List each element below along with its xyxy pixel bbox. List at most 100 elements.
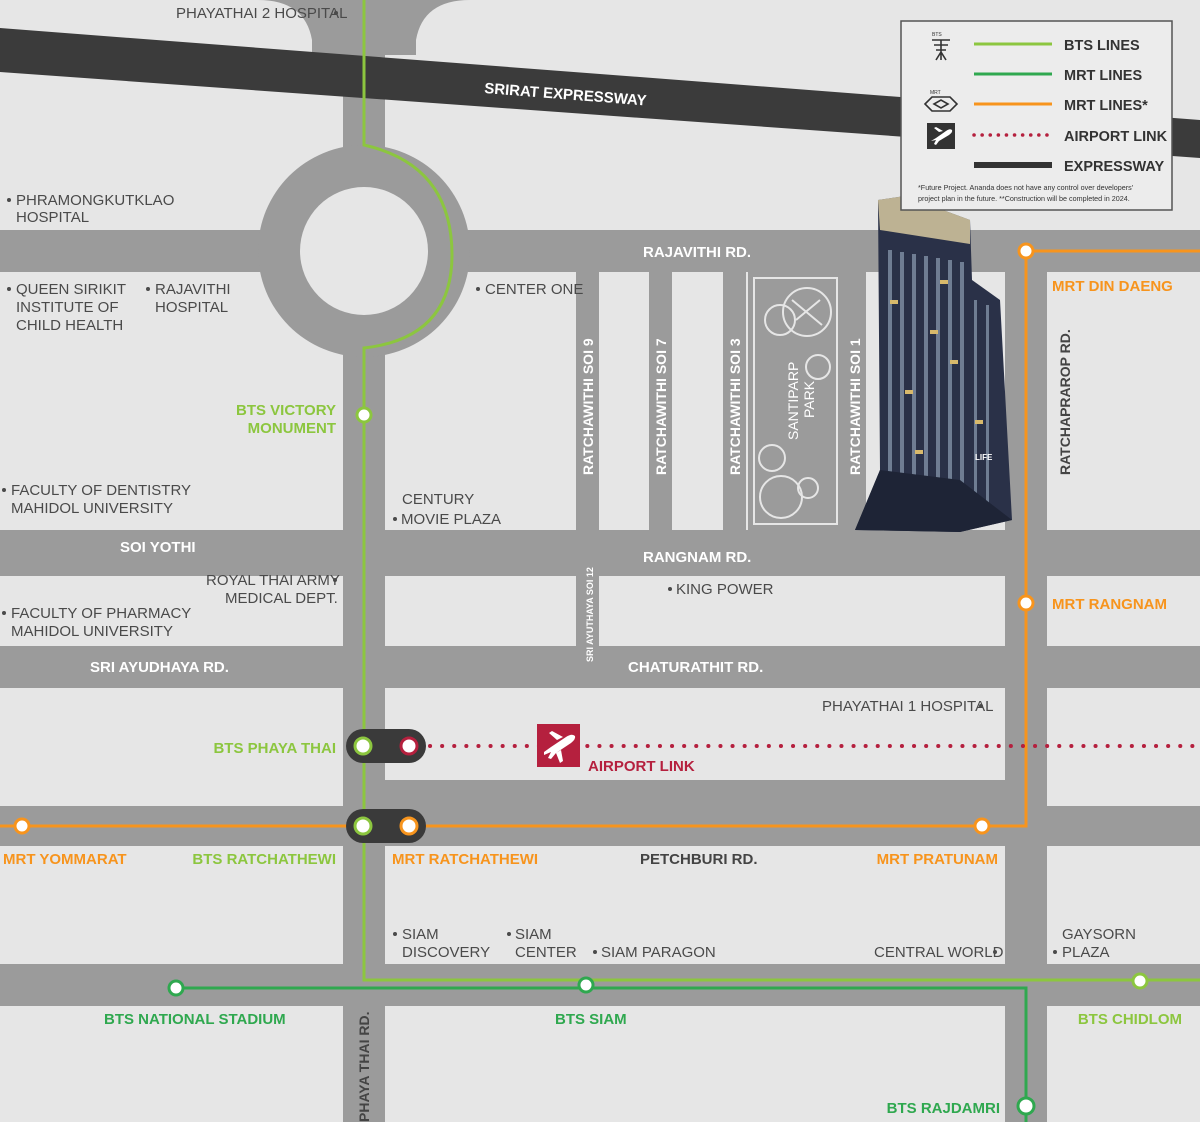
soi9-road bbox=[576, 272, 599, 646]
label-soi9: RATCHAWITHI SOI 9 bbox=[580, 338, 596, 475]
station-ratchathewi-interchange bbox=[346, 809, 426, 843]
legend-note-1: *Future Project. Ananda does not have an… bbox=[918, 183, 1134, 192]
place-gaysorn-2: PLAZA bbox=[1062, 944, 1110, 961]
label-bts-ratchathewi: BTS RATCHATHEWI bbox=[192, 851, 336, 868]
label-bts-chidlom: BTS CHIDLOM bbox=[1078, 1011, 1182, 1028]
legend-mrt-future-label: MRT LINES* bbox=[1064, 98, 1148, 114]
place-gaysorn-1: GAYSORN bbox=[1062, 926, 1136, 943]
legend-mrt-label: MRT LINES bbox=[1064, 68, 1142, 84]
station-phaya-thai-interchange bbox=[346, 729, 426, 763]
place-phramongkut-2: HOSPITAL bbox=[16, 209, 89, 226]
label-ayuthaya-soi12: SRI AYUTHAYA SOI 12 bbox=[585, 567, 595, 662]
label-mrt-din-daeng: MRT DIN DAENG bbox=[1052, 278, 1173, 295]
soi3-road bbox=[723, 272, 746, 530]
label-sri-ayudhaya-road: SRI AYUDHAYA RD. bbox=[90, 659, 229, 676]
place-pharmacy-2: MAHIDOL UNIVERSITY bbox=[11, 623, 173, 640]
mrt-logo-text: MRT bbox=[930, 90, 941, 96]
place-king-power: KING POWER bbox=[676, 581, 774, 598]
place-dentistry-1: FACULTY OF DENTISTRY bbox=[11, 482, 191, 499]
place-phayathai1: PHAYATHAI 1 HOSPITAL bbox=[822, 698, 993, 715]
place-phayathai2: PHAYATHAI 2 HOSPITAL bbox=[176, 5, 347, 22]
label-mrt-ratchathewi: MRT RATCHATHEWI bbox=[392, 851, 538, 868]
station-din-daeng bbox=[1017, 242, 1035, 260]
place-century-2: MOVIE PLAZA bbox=[401, 511, 501, 528]
station-pratunam bbox=[973, 817, 991, 835]
place-queen-2: INSTITUTE OF bbox=[16, 299, 119, 316]
building-sign: LIFE bbox=[975, 453, 993, 462]
station-national-stadium bbox=[167, 979, 185, 997]
tree-icon bbox=[758, 287, 832, 519]
place-labels: PHAYATHAI 2 HOSPITAL PHRAMONGKUTKLAO HOS… bbox=[2, 5, 1136, 961]
label-soi1: RATCHAWITHI SOI 1 bbox=[847, 338, 863, 475]
roundabout-center bbox=[300, 187, 428, 315]
soi1-road bbox=[843, 272, 866, 530]
label-chaturathit-road: CHATURATHIT RD. bbox=[628, 659, 763, 676]
place-dentistry-2: MAHIDOL UNIVERSITY bbox=[11, 500, 173, 517]
label-soi7: RATCHAWITHI SOI 7 bbox=[653, 338, 669, 475]
label-park-1: SANTIPARP bbox=[785, 362, 801, 440]
park-outline bbox=[753, 277, 838, 525]
place-center-one: CENTER ONE bbox=[485, 281, 583, 298]
place-siam-discovery-2: DISCOVERY bbox=[402, 944, 490, 961]
label-bts-national-stadium: BTS NATIONAL STADIUM bbox=[104, 1011, 286, 1028]
rajavithi-road bbox=[0, 230, 1200, 272]
label-park-2: PARK bbox=[801, 380, 817, 418]
sri-ayudhaya-road bbox=[0, 646, 1200, 688]
place-siam-center-2: CENTER bbox=[515, 944, 577, 961]
label-bts-siam: BTS SIAM bbox=[555, 1011, 627, 1028]
srirat-expressway bbox=[0, 28, 1200, 158]
station-rangnam bbox=[1017, 594, 1035, 612]
label-phaya-thai-road: PHAYA THAI RD. bbox=[356, 1012, 372, 1122]
bts-sukhumvit-line bbox=[362, 0, 1200, 982]
place-queen-1: QUEEN SIRIKIT bbox=[16, 281, 126, 298]
place-central-world: CENTRAL WORLD bbox=[874, 944, 1004, 961]
bts-silom-line bbox=[175, 986, 1028, 1122]
park-block bbox=[748, 272, 843, 530]
label-mrt-pratunam: MRT PRATUNAM bbox=[877, 851, 998, 868]
place-pharmacy-1: FACULTY OF PHARMACY bbox=[11, 605, 191, 622]
label-rangnam-road: RANGNAM RD. bbox=[643, 549, 751, 566]
legend-expressway-label: EXPRESSWAY bbox=[1064, 159, 1165, 175]
rama1-road bbox=[0, 964, 1200, 1006]
airplane-icon bbox=[927, 123, 955, 149]
petchburi-lane bbox=[385, 780, 1005, 806]
label-bts-phaya-thai: BTS PHAYA THAI bbox=[213, 740, 336, 757]
label-soi3: RATCHAWITHI SOI 3 bbox=[727, 338, 743, 475]
label-ratchaprarop-road: RATCHAPRAROP RD. bbox=[1057, 329, 1073, 475]
place-queen-3: CHILD HEALTH bbox=[16, 317, 123, 334]
place-army-2: MEDICAL DEPT. bbox=[225, 590, 338, 607]
legend-bts-label: BTS LINES bbox=[1064, 38, 1140, 54]
bts-logo-icon bbox=[932, 39, 950, 61]
place-rajavithi-hospital-1: RAJAVITHI bbox=[155, 281, 231, 298]
place-siam-center-1: SIAM bbox=[515, 926, 552, 943]
place-army-1: ROYAL THAI ARMY bbox=[206, 572, 340, 589]
mrt-logo-icon bbox=[923, 96, 959, 112]
station-rajdamri bbox=[1016, 1096, 1036, 1116]
soi7-road bbox=[649, 272, 672, 530]
mrt-orange-line bbox=[0, 249, 1200, 828]
place-century-1: CENTURY bbox=[402, 491, 474, 508]
place-phramongkut-1: PHRAMONGKUTKLAO bbox=[16, 192, 174, 209]
label-rajavithi-road: RAJAVITHI RD. bbox=[643, 244, 751, 261]
station-yommarat bbox=[13, 817, 31, 835]
station-victory-monument bbox=[355, 406, 373, 424]
station-siam bbox=[577, 976, 595, 994]
legend-airport-label: AIRPORT LINK bbox=[1064, 129, 1168, 145]
place-siam-discovery-1: SIAM bbox=[402, 926, 439, 943]
place-siam-paragon: SIAM PARAGON bbox=[601, 944, 716, 961]
station-chidlom bbox=[1131, 972, 1149, 990]
place-rajavithi-hospital-2: HOSPITAL bbox=[155, 299, 228, 316]
label-bts-rajdamri: BTS RAJDAMRI bbox=[887, 1100, 1000, 1117]
legend-note-2: project plan in the future. **Constructi… bbox=[918, 194, 1130, 203]
legend-box bbox=[900, 20, 1173, 211]
label-mrt-yommarat: MRT YOMMARAT bbox=[3, 851, 127, 868]
label-soi-yothi: SOI YOTHI bbox=[120, 539, 196, 556]
legend: BTS MRT BTS LINES MRT LINES MRT LINES* A… bbox=[900, 20, 1173, 211]
label-petchburi-road: PETCHBURI RD. bbox=[640, 851, 758, 868]
label-airport-link: AIRPORT LINK bbox=[588, 758, 695, 775]
label-mrt-rangnam: MRT RANGNAM bbox=[1052, 596, 1167, 613]
label-bts-victory-1: BTS VICTORY bbox=[236, 402, 336, 419]
station-labels: BTS VICTORY MONUMENT BTS PHAYA THAI BTS … bbox=[3, 278, 1182, 1117]
rangnam-road bbox=[0, 530, 1200, 576]
